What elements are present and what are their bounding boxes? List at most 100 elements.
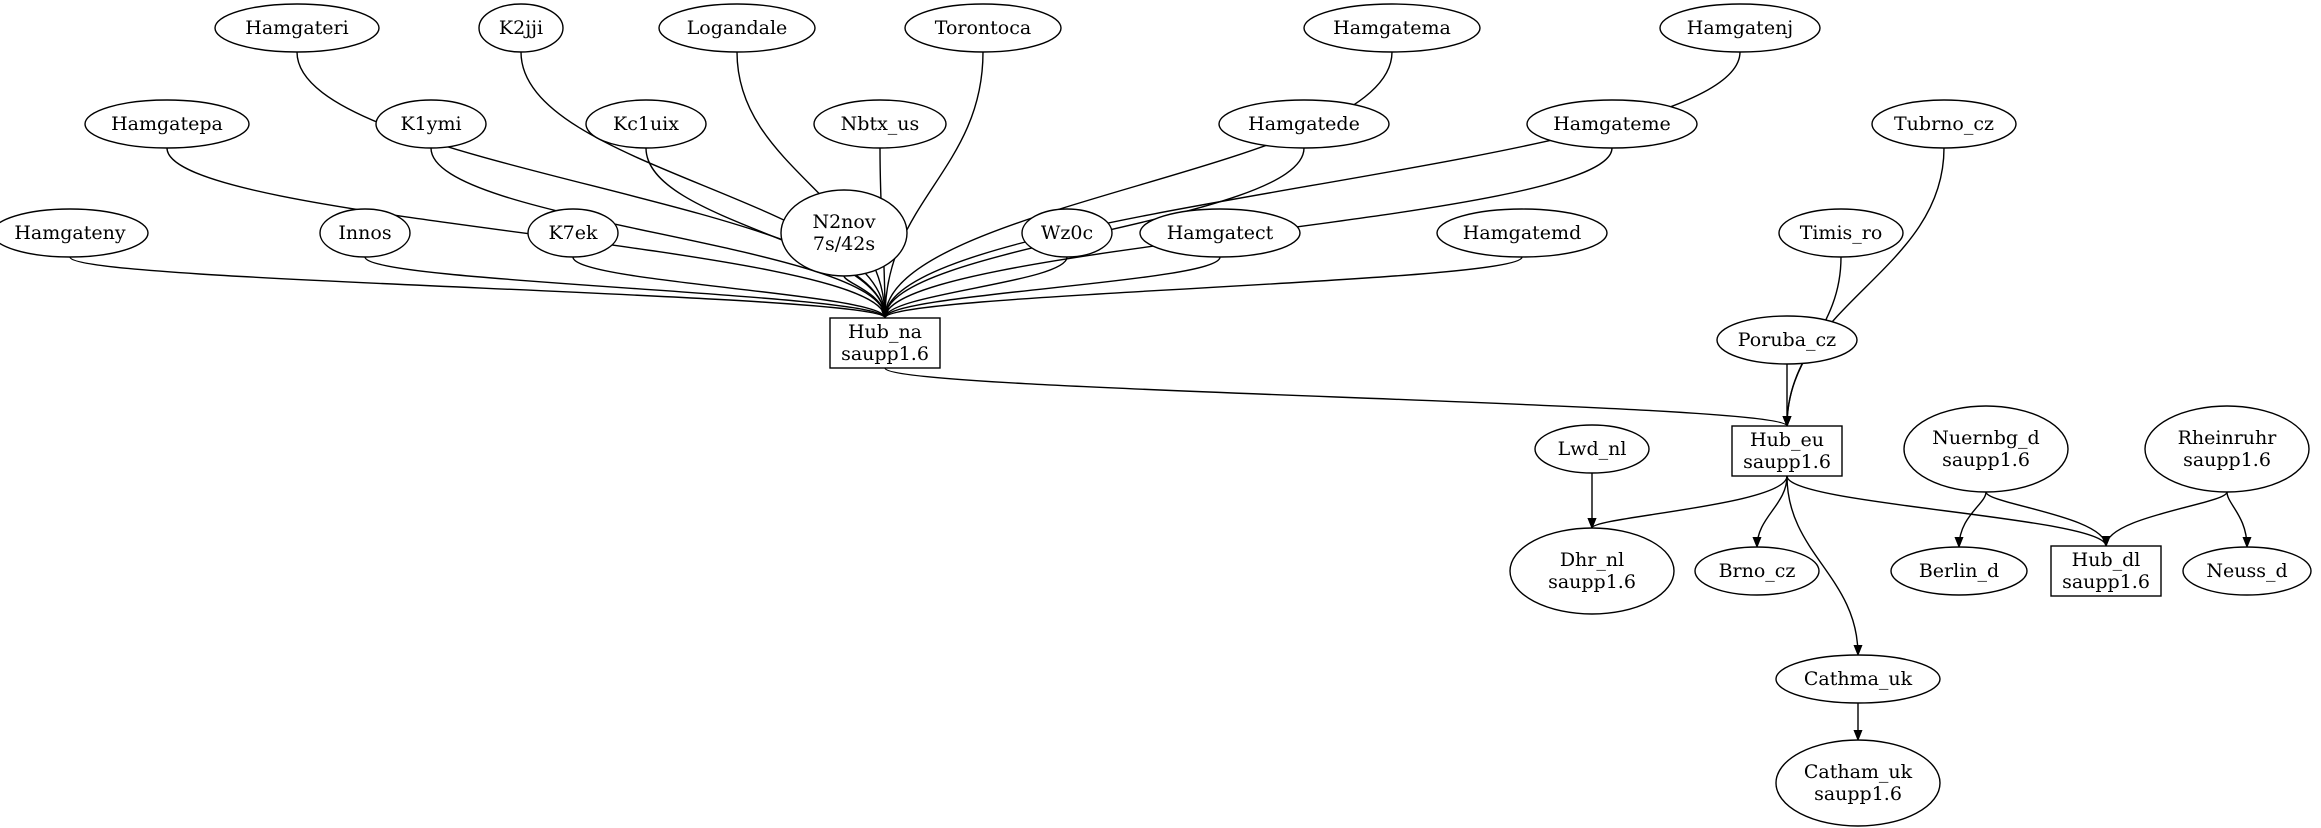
node-hub_na-shape (829, 317, 941, 369)
node-hamgateri-shape (214, 3, 380, 53)
node-hamgatect-shape (1139, 208, 1301, 258)
node-nbtx_us-shape (813, 99, 947, 149)
node-hub_eu-label: saupp1.6 (1743, 451, 1831, 473)
node-k7ek: K7ek (527, 208, 619, 258)
node-hub_dl-shape (2050, 545, 2162, 597)
node-hamgatepa: Hamgatepa (84, 99, 250, 149)
node-kc1uix-label: Kc1uix (613, 113, 679, 135)
node-timis_ro-label: Timis_ro (1800, 222, 1883, 244)
node-nbtx_us: Nbtx_us (813, 99, 947, 149)
node-hamgateny-shape (0, 208, 149, 258)
node-logandale-shape (658, 3, 816, 53)
edge-hamgatect-to-hub_na (885, 256, 1221, 319)
node-hamgatect-label: Hamgatect (1167, 222, 1274, 244)
node-nuernbg_d-label: saupp1.6 (1942, 449, 2030, 471)
node-kc1uix-shape (585, 99, 707, 149)
node-lwd_nl-shape (1534, 424, 1650, 474)
node-rheinruhr-label: Rheinruhr (2178, 427, 2278, 449)
node-n2nov-label: 7s/42s (813, 233, 875, 255)
node-torontoca-label: Torontoca (935, 17, 1031, 39)
node-neuss_d-label: Neuss_d (2206, 560, 2287, 582)
node-lwd_nl: Lwd_nl (1534, 424, 1650, 474)
edge-hub_eu-to-hub_dl (1786, 475, 2106, 547)
node-wz0c: Wz0c (1021, 208, 1113, 258)
node-poruba_cz-label: Poruba_cz (1738, 329, 1836, 351)
edge-k7ek-to-hub_na (572, 256, 885, 319)
edge-rheinruhr-to-hub_dl (2106, 491, 2228, 547)
node-tubrno_cz-shape (1871, 99, 2017, 149)
node-hamgatema: Hamgatema (1303, 3, 1481, 53)
node-brno_cz: Brno_cz (1694, 546, 1820, 596)
edge-hamgatema-to-hub_na (885, 51, 1393, 318)
edge-torontoca-to-hub_na (885, 51, 984, 318)
edge-hamgateny-to-hub_na (69, 256, 885, 319)
node-wz0c-label: Wz0c (1041, 222, 1093, 244)
node-hamgateme-shape (1526, 99, 1698, 149)
node-hamgatect: Hamgatect (1139, 208, 1301, 258)
node-berlin_d: Berlin_d (1890, 546, 2028, 596)
edge-hamgatemd-to-hub_na (885, 256, 1523, 319)
node-brno_cz-label: Brno_cz (1719, 560, 1796, 582)
edge-rheinruhr-to-neuss_d (2226, 491, 2247, 547)
node-hamgatemd-shape (1436, 208, 1608, 258)
node-k7ek-label: K7ek (548, 222, 598, 244)
node-innos: Innos (319, 208, 411, 258)
node-catham_uk-shape (1775, 739, 1941, 827)
node-hamgateri: Hamgateri (214, 3, 380, 53)
edge-hub_eu-to-brno_cz (1757, 475, 1788, 547)
node-hamgateny-label: Hamgateny (14, 222, 126, 244)
node-torontoca: Torontoca (904, 3, 1062, 53)
node-rheinruhr-label: saupp1.6 (2183, 449, 2271, 471)
node-k1ymi-label: K1ymi (400, 113, 461, 135)
node-nbtx_us-label: Nbtx_us (841, 113, 920, 135)
node-nuernbg_d-label: Nuernbg_d (1932, 427, 2039, 449)
node-torontoca-shape (904, 3, 1062, 53)
node-timis_ro: Timis_ro (1778, 208, 1904, 258)
edge-innos-to-hub_na (364, 256, 885, 319)
node-dhr_nl-label: saupp1.6 (1548, 571, 1636, 593)
node-hub_eu-shape (1731, 425, 1843, 477)
node-hub_na-label: saupp1.6 (841, 343, 929, 365)
node-hamgatenj-label: Hamgatenj (1687, 17, 1793, 39)
edge-hamgatenj-to-hub_na (885, 51, 1741, 318)
edge-nuernbg_d-to-hub_dl (1985, 491, 2106, 547)
node-rheinruhr-shape (2144, 405, 2310, 493)
node-innos-shape (319, 208, 411, 258)
edge-nuernbg_d-to-berlin_d (1959, 491, 1987, 547)
node-hamgatema-label: Hamgatema (1333, 17, 1451, 39)
edge-hamgatepa-to-hub_na (166, 147, 885, 318)
node-hamgatenj: Hamgatenj (1659, 3, 1821, 53)
edge-tubrno_cz-to-hub_eu (1787, 147, 1945, 426)
node-hamgatemd-label: Hamgatemd (1463, 222, 1581, 244)
node-hub_eu-label: Hub_eu (1750, 429, 1824, 451)
edge-hub_eu-to-dhr_nl (1592, 475, 1788, 529)
node-nuernbg_d-shape (1903, 405, 2069, 493)
node-hub_dl-label: saupp1.6 (2062, 571, 2150, 593)
edge-k2jji-to-hub_na (520, 51, 885, 318)
node-hamgatema-shape (1303, 3, 1481, 53)
node-catham_uk-label: Catham_uk (1804, 761, 1913, 783)
node-n2nov-label: N2nov (812, 211, 875, 233)
node-hamgateme: Hamgateme (1526, 99, 1698, 149)
node-hamgateme-label: Hamgateme (1553, 113, 1671, 135)
node-tubrno_cz: Tubrno_cz (1871, 99, 2017, 149)
node-hamgateny: Hamgateny (0, 208, 149, 258)
node-logandale: Logandale (658, 3, 816, 53)
node-kc1uix: Kc1uix (585, 99, 707, 149)
node-berlin_d-shape (1890, 546, 2028, 596)
node-hub_na-label: Hub_na (848, 321, 922, 343)
node-hamgatede-shape (1218, 99, 1390, 149)
node-hamgatepa-label: Hamgatepa (111, 113, 223, 135)
edge-hub_na-to-hub_eu (884, 367, 1787, 427)
node-k2jji-label: K2jji (499, 17, 543, 39)
